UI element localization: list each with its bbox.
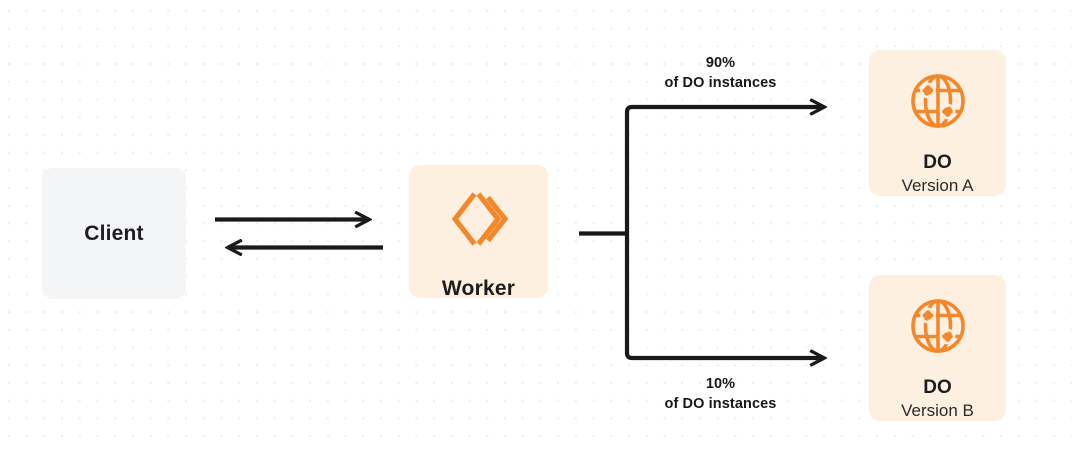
edge-label-do-b: 10% of DO instances xyxy=(597,374,844,414)
edge-worker-to-do-b xyxy=(624,353,824,358)
edge-worker-split-spine xyxy=(579,112,630,353)
node-do-a-sublabel: Version A xyxy=(901,175,974,195)
node-do-b-sublabel: Version B xyxy=(901,400,974,420)
durable-object-globe-icon xyxy=(909,297,967,360)
node-worker[interactable]: Worker xyxy=(409,165,548,300)
node-do-a-label: DO xyxy=(923,152,952,173)
edge-label-do-a-text: of DO instances xyxy=(664,75,777,91)
edge-label-do-b-text: of DO instances xyxy=(664,396,777,412)
edge-label-do-a-percent: 90% xyxy=(705,55,736,71)
durable-object-globe-icon xyxy=(909,72,967,135)
edge-worker-to-do-a xyxy=(624,107,824,112)
node-worker-label: Worker xyxy=(441,277,516,300)
cloudflare-workers-icon xyxy=(448,188,510,255)
node-client[interactable]: Client xyxy=(42,168,186,299)
node-do-version-a[interactable]: DO Version A xyxy=(869,50,1006,196)
node-do-version-b[interactable]: DO Version B xyxy=(869,275,1006,421)
node-do-b-label: DO xyxy=(923,377,952,398)
node-client-label: Client xyxy=(84,221,144,245)
edge-label-do-a: 90% of DO instances xyxy=(597,53,844,93)
edge-label-do-b-percent: 10% xyxy=(705,376,736,392)
